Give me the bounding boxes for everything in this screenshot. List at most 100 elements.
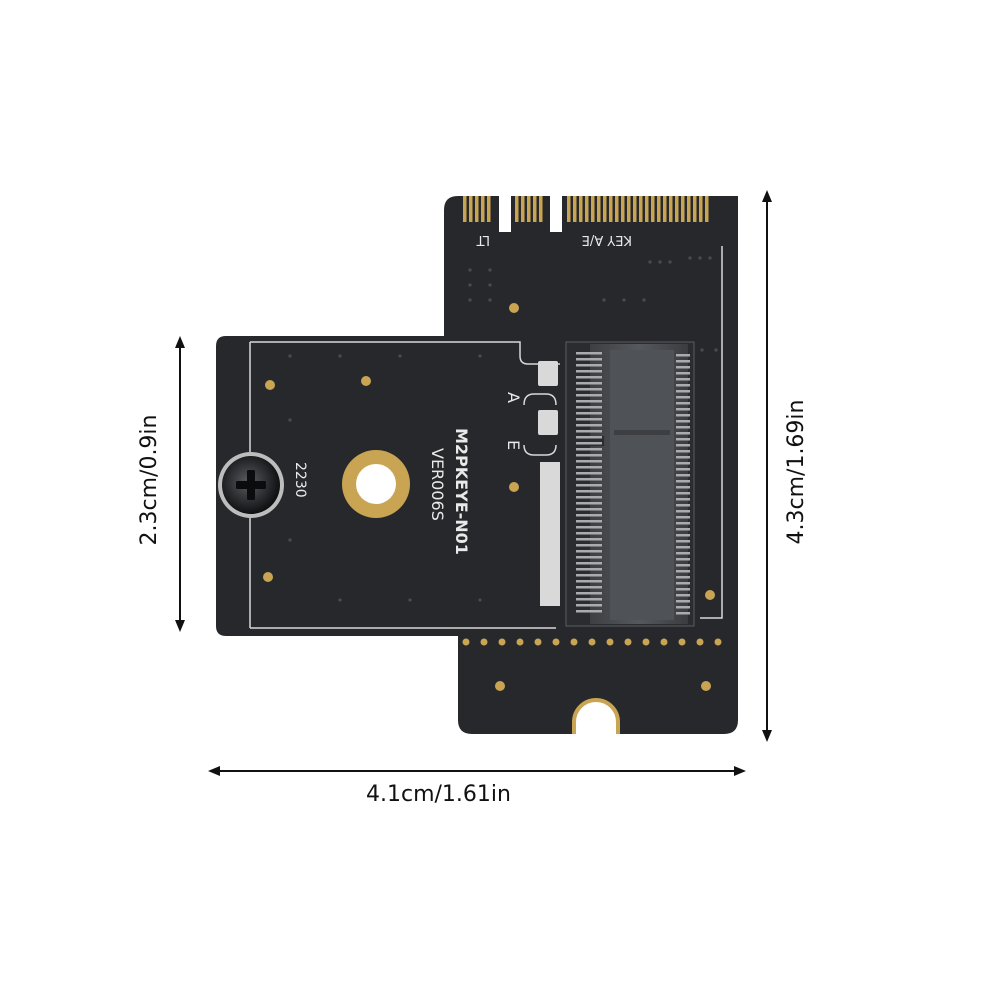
small-via: [468, 298, 472, 302]
small-via: [468, 283, 472, 287]
edge-via: [552, 638, 560, 646]
small-via: [700, 348, 704, 352]
gold-finger: [663, 196, 667, 222]
connector-pin-left: [576, 526, 602, 529]
connector-pin-right: [676, 462, 690, 465]
gold-finger: [585, 196, 589, 222]
connector-pin-left: [576, 604, 602, 607]
silk-link-lines: [523, 393, 557, 456]
small-via: [648, 260, 652, 264]
connector-pin-right: [676, 564, 690, 567]
gold-finger: [621, 196, 625, 222]
gold-via: [701, 681, 711, 691]
small-via: [468, 268, 472, 272]
connector-pins: [576, 352, 690, 615]
connector-pin-right: [676, 468, 690, 471]
small-via: [602, 298, 606, 302]
small-via: [488, 283, 492, 287]
connector-pin-left: [576, 538, 602, 541]
gold-finger: [567, 196, 571, 222]
connector-pin-right: [676, 456, 690, 459]
gold-finger: [603, 196, 607, 222]
connector-pin-left: [576, 556, 602, 559]
connector-pin-left: [576, 580, 602, 583]
small-via: [668, 260, 672, 264]
connector-pin-left: [576, 562, 602, 565]
connector-pin-right: [676, 534, 690, 537]
gold-via: [705, 590, 715, 600]
gold-via: [263, 572, 273, 582]
edge-via: [588, 638, 596, 646]
left-height-dimension-label: 2.3cm/0.9in: [137, 414, 162, 546]
connector-pin-right: [676, 576, 690, 579]
gold-via: [361, 376, 371, 386]
connector-pin-right: [676, 522, 690, 525]
gold-finger: [573, 196, 577, 222]
connector-pin-left: [576, 442, 602, 445]
connector-pin-right: [676, 450, 690, 453]
version-label: VER006S: [428, 448, 447, 521]
connector-pin-left: [576, 508, 602, 511]
connector-pin-right: [676, 588, 690, 591]
connector-pin-right: [676, 504, 690, 507]
connector-pin-right: [676, 474, 690, 477]
cross-icon: [236, 470, 266, 500]
connector-pin-right: [676, 372, 690, 375]
connector-pin-left: [576, 412, 602, 415]
edge-via: [498, 638, 506, 646]
connector-pin-right: [676, 600, 690, 603]
connector-pin-left: [576, 376, 602, 379]
connector-pin-left: [576, 424, 602, 427]
connector-pin-left: [576, 460, 602, 463]
gold-finger: [675, 196, 679, 222]
gold-finger: [639, 196, 643, 222]
connector-pin-right: [676, 540, 690, 543]
connector-pin-left: [576, 370, 602, 373]
small-via: [688, 256, 692, 260]
connector-pin-right: [676, 432, 690, 435]
lt-label: LT: [477, 232, 490, 247]
small-via: [642, 298, 646, 302]
small-via: [622, 298, 626, 302]
edge-via: [696, 638, 704, 646]
gold-finger: [669, 196, 673, 222]
edge-via: [462, 638, 470, 646]
finger-group-small-left: [463, 196, 491, 222]
dimension-arrow-right: [762, 190, 772, 742]
connector-pin-right: [676, 546, 690, 549]
small-via: [488, 268, 492, 272]
silkscreen-outline: [249, 246, 723, 629]
connector-pin-right: [676, 396, 690, 399]
connector-pin-left: [576, 418, 602, 421]
edge-via: [678, 638, 686, 646]
gold-via: [265, 380, 275, 390]
connector-pin-left: [576, 574, 602, 577]
connector-pin-right: [676, 414, 690, 417]
connector-pin-left: [576, 352, 602, 355]
connector-pin-left: [576, 358, 602, 361]
connector-pin-left: [576, 478, 602, 481]
gold-via: [509, 303, 519, 313]
edge-via: [516, 638, 524, 646]
connector-pin-left: [576, 550, 602, 553]
connector-pin-right: [676, 510, 690, 513]
m2-connector-socket: [565, 341, 695, 627]
small-via: [338, 598, 342, 602]
edge-via: [534, 638, 542, 646]
connector-pin-right: [676, 582, 690, 585]
slot-label-a: A: [504, 392, 523, 403]
small-via: [478, 354, 482, 358]
slot-label-e: E: [504, 440, 523, 450]
gold-finger: [651, 196, 655, 222]
connector-pin-right: [676, 594, 690, 597]
connector-pin-right: [676, 492, 690, 495]
gold-finger: [597, 196, 601, 222]
connector-pin-left: [576, 496, 602, 499]
key-label: KEY A/E: [582, 232, 632, 247]
gold-finger: [699, 196, 703, 222]
connector-pin-right: [676, 408, 690, 411]
connector-pin-right: [676, 570, 690, 573]
connector-pin-left: [576, 436, 602, 439]
connector-pin-right: [676, 528, 690, 531]
finger-group-large: [567, 196, 709, 222]
